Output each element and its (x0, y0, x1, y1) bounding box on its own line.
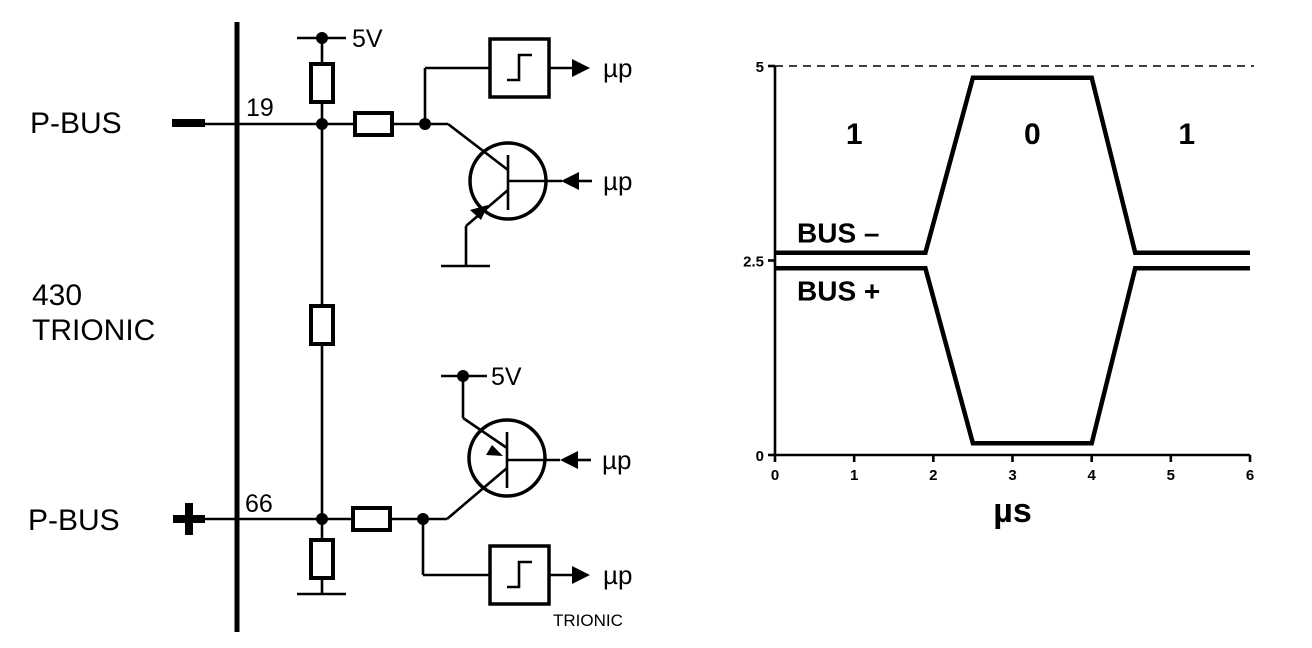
footer-label: TRIONIC (553, 611, 623, 630)
emitter-arrow-icon-bottom (486, 445, 503, 456)
mu-p-label-2: µp (603, 166, 632, 196)
x-tick-label: 5 (1167, 467, 1175, 484)
series-resistor-minus (353, 111, 394, 137)
series-label-bus-minus: BUS – (797, 218, 879, 249)
transistor-bottom-emitter (462, 416, 508, 450)
x-tick-label: 0 (771, 467, 779, 484)
pbus-minus-label: P-BUS (30, 107, 122, 140)
bit-label: 1 (1178, 118, 1195, 151)
emitter-arrow-icon-top (470, 205, 488, 220)
schematic: 430 TRIONIC P-BUS 19 5V µp (28, 22, 632, 632)
plus-sign-icon-v (185, 503, 193, 535)
arrow-left-icon-top (561, 172, 579, 190)
minus-sign-icon (172, 119, 205, 127)
y-ticks: 02.55 (743, 59, 775, 465)
transistor-bottom-collector (446, 467, 508, 520)
series-label-bus-plus: BUS + (797, 275, 880, 306)
transistor-top-emitter (465, 189, 509, 227)
arrow-left-icon-bottom (560, 451, 578, 469)
x-axis-label: µs (993, 492, 1032, 530)
x-tick-label: 2 (929, 467, 937, 484)
x-tick-label: 3 (1008, 467, 1016, 484)
pulldown-resistor (309, 538, 335, 580)
series-line-bus-plus (775, 266, 1250, 446)
ecu-label-model: 430 (32, 279, 82, 312)
pin-plus-label: 66 (245, 490, 273, 518)
bit-label: 0 (1024, 118, 1041, 151)
x-ticks: 0 1 2 3 4 5 6 (771, 455, 1254, 484)
arrow-right-icon-top (572, 59, 590, 77)
signal-series (775, 75, 1250, 446)
series-line-bus-minus (775, 75, 1250, 255)
supply-label-top: 5V (352, 25, 383, 53)
hysteresis-icon-bottom (507, 560, 532, 589)
pbus-plus-label: P-BUS (28, 504, 120, 537)
y-tick-label: 0 (756, 448, 764, 465)
y-tick-label: 2.5 (743, 254, 764, 271)
pullup-resistor (309, 62, 335, 104)
series-resistor-plus (351, 506, 392, 532)
bit-labels: 1 0 1 (846, 118, 1195, 151)
pin-minus-label: 19 (246, 94, 274, 122)
arrow-right-icon-bottom (572, 566, 590, 584)
x-tick-label: 1 (850, 467, 858, 484)
x-tick-label: 6 (1246, 467, 1254, 484)
mu-p-label-3: µp (602, 445, 631, 475)
transistor-top-collector (447, 122, 509, 172)
x-tick-label: 4 (1087, 467, 1096, 484)
mu-p-label-1: µp (603, 53, 632, 83)
y-tick-label: 5 (756, 59, 764, 76)
hysteresis-icon-top (507, 53, 532, 82)
mu-p-label-4: µp (603, 560, 632, 590)
bit-label: 1 (846, 118, 863, 151)
termination-resistor (309, 304, 335, 346)
ecu-label-name: TRIONIC (32, 314, 155, 347)
supply-label-bottom: 5V (491, 363, 522, 391)
